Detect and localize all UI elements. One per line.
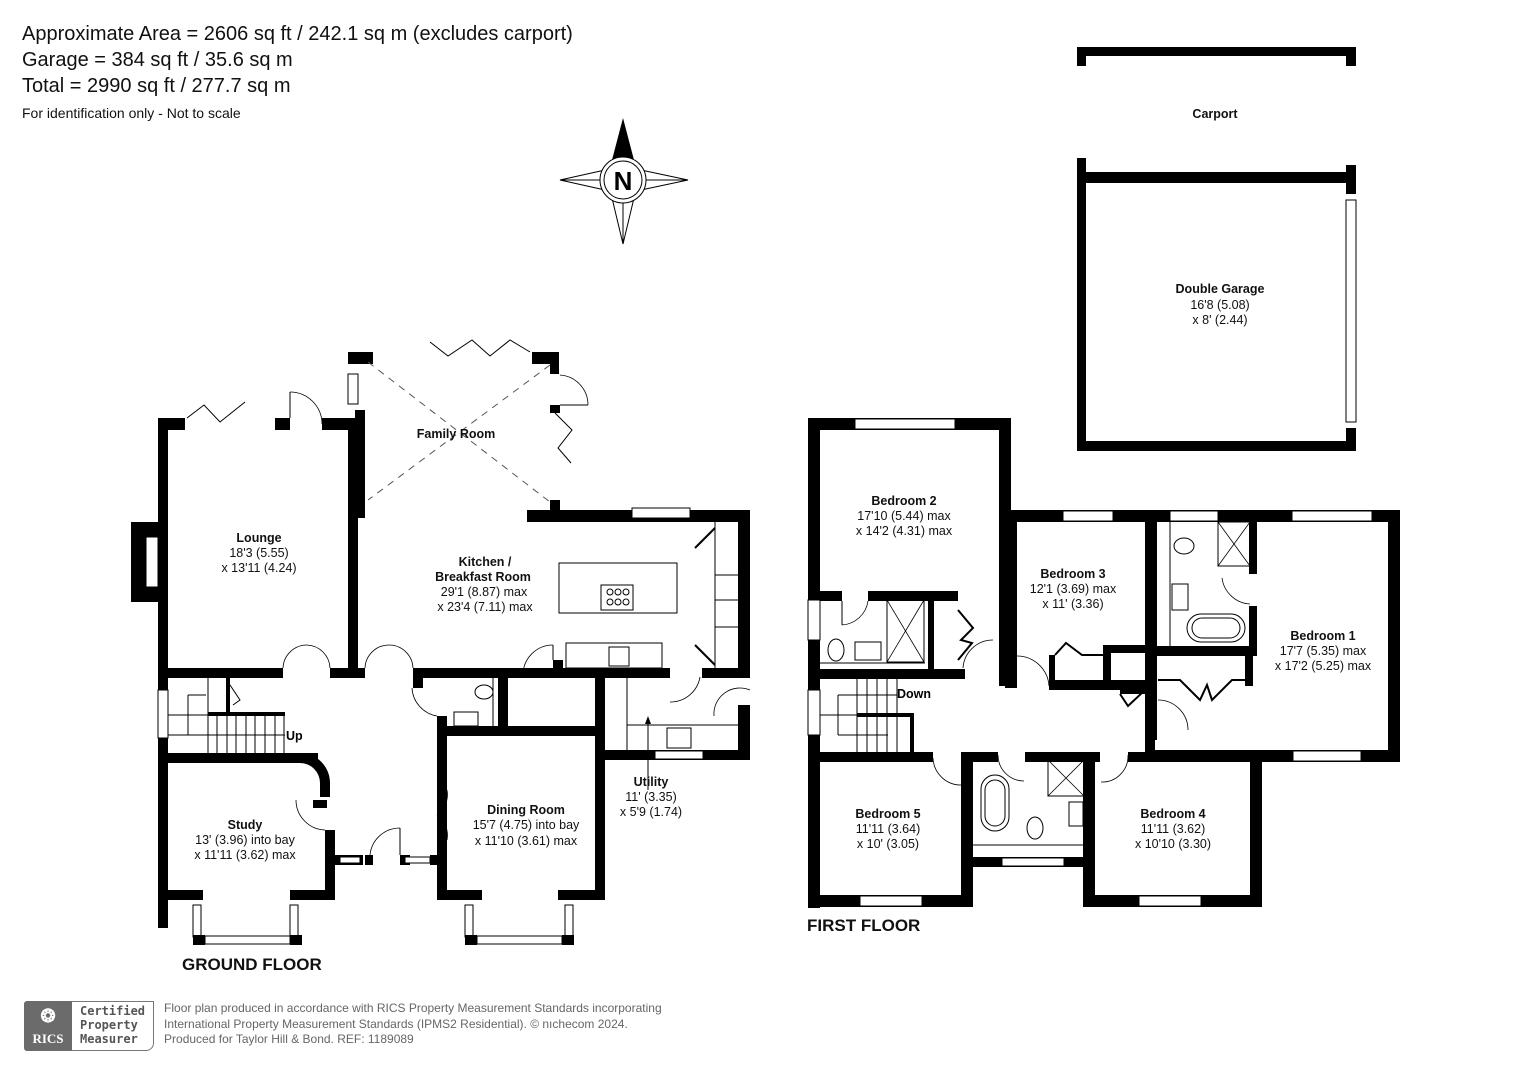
kitchen-label-1: Kitchen / xyxy=(459,555,512,569)
dining-room-dim2: x 11'10 (3.61) max xyxy=(475,834,578,848)
lounge-label: Lounge xyxy=(236,531,281,545)
lounge-dim1: 18'3 (5.55) xyxy=(229,546,288,560)
garage-dim2: x 8' (2.44) xyxy=(1192,313,1247,327)
garage-block xyxy=(1077,47,1357,451)
bedroom-5-dim1: 11'11 (3.64) xyxy=(856,822,920,836)
bedroom-5-label: Bedroom 5 xyxy=(855,807,920,821)
footer-line-3: Produced for Taylor Hill & Bond. REF: 11… xyxy=(164,1032,414,1046)
bedroom-4-label: Bedroom 4 xyxy=(1140,807,1205,821)
rics-logo: ❂ RICS xyxy=(24,1001,72,1051)
lounge-dim2: x 13'11 (4.24) xyxy=(221,561,296,575)
study-dim2: x 11'11 (3.62) max xyxy=(194,848,296,862)
bedroom-5-dim2: x 10' (3.05) xyxy=(857,837,919,851)
garage-area-text: Garage = 384 sq ft / 35.6 sq m xyxy=(22,49,293,71)
stairs-up-label: Up xyxy=(286,729,303,743)
bedroom-1-dim1: 17'7 (5.35) max xyxy=(1280,644,1367,658)
bedroom-2-dim2: x 14'2 (4.31) max xyxy=(856,524,953,538)
footer-line-1: Floor plan produced in accordance with R… xyxy=(164,1001,662,1015)
compass-north-label: N xyxy=(614,166,633,196)
dining-room-label: Dining Room xyxy=(487,803,565,817)
bedroom-3-label: Bedroom 3 xyxy=(1040,567,1105,581)
rics-logo-text: RICS xyxy=(32,1031,64,1046)
badge-line-1: Certified xyxy=(80,1004,146,1018)
total-area-text: Total = 2990 sq ft / 277.7 sq m xyxy=(22,75,291,97)
footer-text: Floor plan produced in accordance with R… xyxy=(164,1001,662,1048)
badge-line-2: Property xyxy=(80,1018,138,1032)
utility-label: Utility xyxy=(634,775,669,789)
bedroom-3-dim2: x 11' (3.36) xyxy=(1042,597,1103,611)
certified-measurer-badge: Certified Property Measurer xyxy=(72,1001,155,1051)
dining-room-dim1: 15'7 (4.75) into bay xyxy=(473,818,580,832)
bedroom-4-dim1: 11'11 (3.62) xyxy=(1141,822,1205,836)
compass-rose-icon: N xyxy=(559,118,689,245)
bedroom-3-dim1: 12'1 (3.69) max xyxy=(1030,582,1117,596)
stairs-down-label: Down xyxy=(897,687,931,701)
utility-dim2: x 5'9 (1.74) xyxy=(620,805,682,819)
garage-label: Double Garage xyxy=(1176,282,1265,296)
rics-lion-icon: ❂ xyxy=(40,1006,56,1026)
first-floor-title: FIRST FLOOR xyxy=(807,916,920,935)
approx-area-text: Approximate Area = 2606 sq ft / 242.1 sq… xyxy=(22,23,573,45)
first-floor-walls xyxy=(807,418,1400,908)
bedroom-4-dim2: x 10'10 (3.30) xyxy=(1135,837,1211,851)
study-dim1: 13' (3.96) into bay xyxy=(195,833,295,847)
garage-dim1: 16'8 (5.08) xyxy=(1190,298,1249,312)
kitchen-label-2: Breakfast Room xyxy=(435,570,531,584)
utility-dim1: 11' (3.35) xyxy=(625,790,677,804)
study-label: Study xyxy=(228,818,263,832)
disclaimer-text: For identification only - Not to scale xyxy=(22,105,241,121)
footer: ❂ RICS Certified Property Measurer Floor… xyxy=(24,1001,662,1051)
ground-floor-title: GROUND FLOOR xyxy=(182,955,322,974)
ground-floor-walls xyxy=(131,339,751,945)
footer-line-2: International Property Measurement Stand… xyxy=(164,1016,628,1031)
bedroom-1-label: Bedroom 1 xyxy=(1290,629,1355,643)
bedroom-1-dim2: x 17'2 (5.25) max xyxy=(1275,659,1372,673)
kitchen-dim1: 29'1 (8.87) max xyxy=(441,585,528,599)
family-room-label: Family Room xyxy=(417,427,496,441)
badge-line-3: Measurer xyxy=(80,1032,138,1046)
carport-label: Carport xyxy=(1192,107,1238,121)
kitchen-dim2: x 23'4 (7.11) max xyxy=(437,600,533,614)
bedroom-2-dim1: 17'10 (5.44) max xyxy=(857,509,951,523)
bedroom-2-label: Bedroom 2 xyxy=(871,494,936,508)
